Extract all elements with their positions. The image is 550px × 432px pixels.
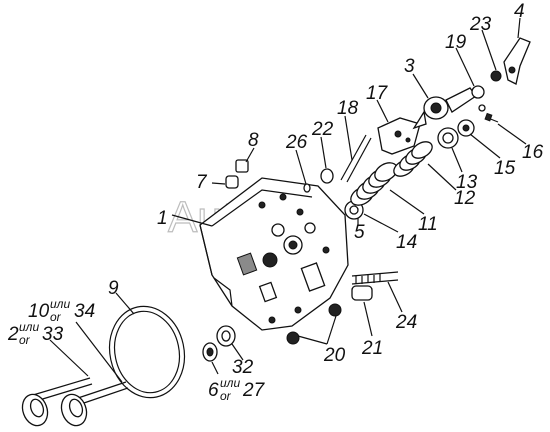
nut-23 bbox=[490, 70, 502, 82]
callout-19: 19 bbox=[445, 32, 467, 53]
connector-or-10: or bbox=[50, 310, 62, 324]
callout-32: 32 bbox=[232, 357, 254, 378]
gasket-ring bbox=[108, 305, 186, 399]
spring-11 bbox=[350, 162, 398, 206]
seal-22 bbox=[320, 168, 334, 184]
plug-8 bbox=[235, 159, 249, 173]
connector-or-2: or bbox=[19, 333, 31, 347]
callout-8: 8 bbox=[248, 130, 259, 151]
callout-4: 4 bbox=[514, 1, 525, 22]
callout-34: 34 bbox=[74, 301, 95, 322]
callout-6: 6 bbox=[208, 380, 219, 401]
intake-valve bbox=[60, 381, 129, 427]
small-pin bbox=[478, 104, 486, 112]
callout-2: 2 bbox=[7, 324, 19, 345]
nut-20 bbox=[286, 303, 342, 345]
callout-5: 5 bbox=[354, 222, 365, 243]
callout-24: 24 bbox=[395, 312, 417, 333]
pushrod-18 bbox=[340, 134, 372, 183]
callout-23: 23 bbox=[469, 14, 492, 35]
callout-20: 20 bbox=[323, 345, 346, 366]
callout-22: 22 bbox=[311, 119, 334, 140]
stud-24 bbox=[351, 271, 399, 285]
callout-3: 3 bbox=[404, 56, 415, 77]
callout-12: 12 bbox=[454, 188, 476, 209]
callout-9: 9 bbox=[108, 278, 119, 299]
callouts: 1 2 или or 33 10 или or 34 9 6 или or 27… bbox=[7, 1, 544, 403]
callout-33: 33 bbox=[42, 324, 64, 345]
callout-1: 1 bbox=[157, 208, 168, 229]
cylinder-head bbox=[199, 177, 349, 331]
nut-19 bbox=[471, 85, 485, 99]
callout-17: 17 bbox=[366, 83, 389, 104]
callout-26: 26 bbox=[285, 132, 308, 153]
washer-32 bbox=[216, 325, 236, 347]
callout-14: 14 bbox=[396, 232, 417, 253]
washer-13 bbox=[437, 127, 459, 149]
rocker-4 bbox=[503, 37, 531, 85]
connector-ili-10: или bbox=[50, 297, 70, 311]
callout-27: 27 bbox=[242, 380, 266, 401]
valve-seal bbox=[202, 342, 218, 362]
connector-ili-6: или bbox=[220, 376, 240, 390]
bracket-17 bbox=[377, 117, 421, 155]
exhaust-valve bbox=[21, 377, 93, 427]
callout-11: 11 bbox=[418, 214, 438, 235]
pin-26 bbox=[303, 183, 311, 193]
connector-or-6: or bbox=[220, 389, 232, 403]
screw-16 bbox=[484, 112, 499, 123]
plug-7 bbox=[225, 175, 239, 189]
callout-15: 15 bbox=[494, 158, 516, 179]
callout-16: 16 bbox=[522, 142, 544, 163]
spring-12 bbox=[393, 141, 433, 177]
callout-18: 18 bbox=[337, 98, 359, 119]
callout-13: 13 bbox=[456, 172, 478, 193]
leader-lines bbox=[49, 17, 527, 383]
callout-21: 21 bbox=[361, 338, 383, 359]
callout-7: 7 bbox=[196, 172, 208, 193]
sleeve-21 bbox=[351, 285, 373, 301]
callout-10: 10 bbox=[28, 301, 50, 322]
connector-ili-2: или bbox=[19, 320, 39, 334]
washer-15 bbox=[457, 119, 475, 137]
